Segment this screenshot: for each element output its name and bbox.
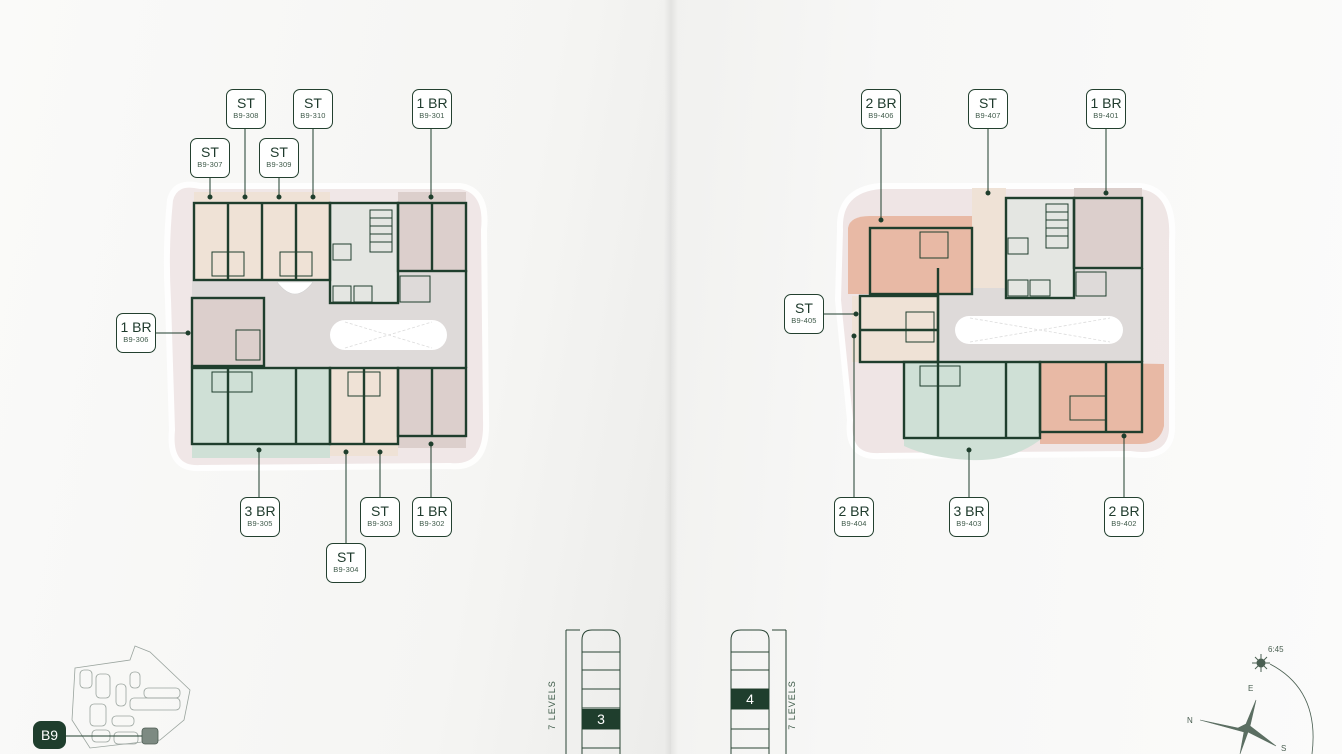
unit-code: B9-406 (868, 111, 894, 120)
unit-type: ST (237, 95, 255, 111)
unit-code: B9-305 (247, 519, 273, 528)
levels-label-right: 7 LEVELS (786, 680, 797, 730)
unit-code: B9-407 (975, 111, 1001, 120)
unit-type: 1 BR (416, 503, 448, 519)
book-spine (664, 0, 678, 754)
unit-tag-b9-301[interactable]: 1 BR B9-301 (412, 89, 452, 129)
unit-code: B9-306 (123, 335, 149, 344)
unit-tag-b9-406[interactable]: 2 BR B9-406 (861, 89, 901, 129)
unit-type: ST (795, 300, 813, 316)
unit-type: ST (304, 95, 322, 111)
unit-code: B9-309 (266, 160, 292, 169)
unit-code: B9-405 (791, 316, 817, 325)
unit-tag-b9-302[interactable]: 1 BR B9-302 (412, 497, 452, 537)
compass-north: N (1187, 716, 1193, 725)
compass-rose (1199, 654, 1314, 754)
unit-code: B9-303 (367, 519, 393, 528)
leader-lines-left (156, 128, 434, 543)
unit-code: B9-302 (419, 519, 445, 528)
unit-tag-b9-405[interactable]: ST B9-405 (784, 294, 824, 334)
sun-icon (1252, 654, 1270, 672)
unit-type: 3 BR (244, 503, 276, 519)
unit-type: 1 BR (1090, 95, 1122, 111)
unit-type: 3 BR (953, 503, 985, 519)
unit-tag-b9-407[interactable]: ST B9-407 (968, 89, 1008, 129)
building-badge: B9 (33, 721, 66, 749)
unit-tag-b9-307[interactable]: ST B9-307 (190, 138, 230, 178)
unit-type: 2 BR (865, 95, 897, 111)
unit-tag-b9-310[interactable]: ST B9-310 (293, 89, 333, 129)
unit-type: 2 BR (1108, 503, 1140, 519)
unit-code: B9-301 (419, 111, 445, 120)
unit-type: ST (371, 503, 389, 519)
leader-lines-right (824, 128, 1127, 497)
unit-type: ST (201, 144, 219, 160)
unit-type: ST (979, 95, 997, 111)
current-level-left: 3 (582, 709, 620, 729)
unit-tag-b9-308[interactable]: ST B9-308 (226, 89, 266, 129)
unit-tag-b9-401[interactable]: 1 BR B9-401 (1086, 89, 1126, 129)
current-level-right: 4 (731, 689, 769, 709)
compass-time: 6:45 (1268, 645, 1284, 654)
unit-type: ST (337, 549, 355, 565)
compass-east: E (1248, 684, 1254, 693)
unit-tag-b9-303[interactable]: ST B9-303 (360, 497, 400, 537)
unit-code: B9-401 (1093, 111, 1119, 120)
level-stack-left (565, 629, 621, 754)
unit-tag-b9-304[interactable]: ST B9-304 (326, 543, 366, 583)
floor-plan-level-4 (834, 183, 1176, 461)
unit-tag-b9-309[interactable]: ST B9-309 (259, 138, 299, 178)
unit-tag-b9-402[interactable]: 2 BR B9-402 (1104, 497, 1144, 537)
floor-plan-level-3 (163, 181, 490, 472)
levels-label-left: 7 LEVELS (546, 680, 557, 730)
unit-type: 1 BR (120, 319, 152, 335)
unit-code: B9-308 (233, 111, 259, 120)
compass-south: S (1281, 744, 1287, 753)
unit-code: B9-404 (841, 519, 867, 528)
unit-code: B9-403 (956, 519, 982, 528)
unit-code: B9-402 (1111, 519, 1137, 528)
unit-tag-b9-404[interactable]: 2 BR B9-404 (834, 497, 874, 537)
unit-tag-b9-403[interactable]: 3 BR B9-403 (949, 497, 989, 537)
unit-code: B9-310 (300, 111, 326, 120)
unit-type: 2 BR (838, 503, 870, 519)
unit-tag-b9-305[interactable]: 3 BR B9-305 (240, 497, 280, 537)
compass-star-icon (1199, 699, 1277, 754)
unit-type: 1 BR (416, 95, 448, 111)
unit-type: ST (270, 144, 288, 160)
site-map-icon (66, 645, 191, 749)
unit-code: B9-307 (197, 160, 223, 169)
unit-code: B9-304 (333, 565, 359, 574)
unit-tag-b9-306[interactable]: 1 BR B9-306 (116, 313, 156, 353)
